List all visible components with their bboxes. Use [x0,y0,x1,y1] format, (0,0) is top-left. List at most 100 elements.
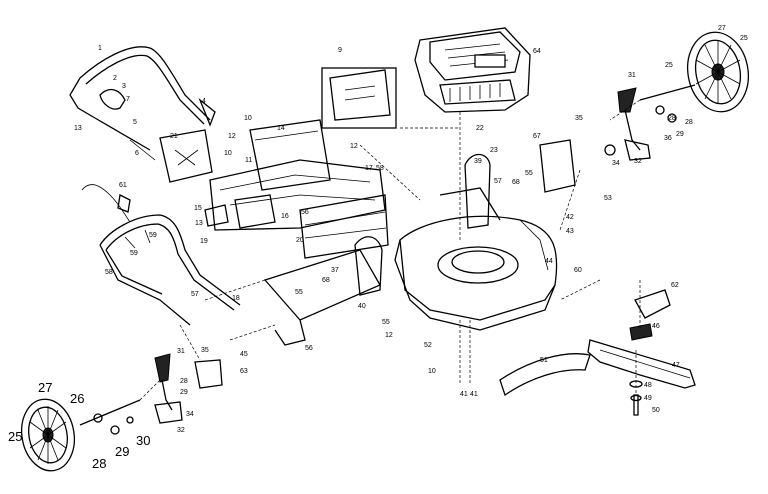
callout-21: 21 [170,133,178,140]
callout-10c: 10 [428,368,436,375]
callout-10b: 10 [224,150,232,157]
mulch-bracket [464,139,576,229]
callout-12c: 12 [385,332,393,339]
callout-29c: 29 [180,389,188,396]
callout-4: 4 [202,98,206,105]
callout-14: 14 [277,125,285,132]
callout-36: 36 [664,135,672,142]
callout-39: 39 [474,158,482,165]
callout-55b: 55 [295,289,303,296]
callout-68: 68 [512,179,520,186]
callout-60: 60 [574,267,582,274]
callout-44: 44 [545,258,553,265]
callout-13a: 13 [74,125,82,132]
callout-17: 17 [365,165,373,172]
big-callout-27: 27 [38,380,52,395]
rear-wheel-right [687,31,749,113]
rear-flap [299,194,389,259]
callout-37: 37 [331,267,339,274]
callout-47: 47 [672,362,680,369]
callout-18: 18 [232,295,240,302]
callout-63: 63 [240,368,248,375]
wheel-height-lever-left [154,353,223,424]
callout-68b: 68 [322,277,330,284]
callout-27a: 27 [718,25,726,32]
mower-deck [394,187,558,331]
callout-32a: 32 [634,158,642,165]
chute-bracket [204,194,276,229]
callout-57b: 57 [191,291,199,298]
engine-shaft [400,112,461,240]
callout-31a: 31 [628,72,636,79]
callout-51: 51 [540,357,548,364]
callout-59: 59 [130,250,138,257]
callout-2: 2 [113,75,117,82]
callout-48: 48 [644,382,652,389]
lower-handle [99,214,241,326]
callout-46: 46 [652,323,660,330]
callout-23: 23 [490,147,498,154]
callout-7: 7 [126,96,130,103]
callout-55c: 55 [382,319,390,326]
callout-40: 40 [358,303,366,310]
callout-67: 67 [533,133,541,140]
callout-41b: 41 [470,391,478,398]
callout-55a: 55 [525,170,533,177]
assembly-lines [139,99,641,401]
callout-22: 22 [476,125,484,132]
axle-right [604,84,696,156]
callout-28c: 28 [180,378,188,385]
callout-57a: 57 [494,178,502,185]
callout-58: 58 [376,165,384,172]
callout-9: 9 [338,47,342,54]
callout-62: 62 [671,282,679,289]
callout-labels: 1 2 3 4 5 6 7 9 10 10 10 11 12 12 12 13 … [74,25,748,434]
front-wheel-left [20,398,76,472]
callout-10a: 10 [244,115,252,122]
big-callout-30: 30 [136,433,150,448]
blade-bolt [629,380,643,416]
callout-19: 19 [200,238,208,245]
callout-13b: 13 [195,220,203,227]
big-callout-26: 26 [70,391,84,406]
callout-49: 49 [644,395,652,402]
callout-53: 53 [604,195,612,202]
callout-35a: 35 [575,115,583,122]
callout-31b: 31 [177,348,185,355]
callout-12a: 12 [228,133,236,140]
callout-56b: 56 [305,345,313,352]
rear-baffle [263,236,383,346]
callout-45a: 45 [240,351,248,358]
callout-29a: 29 [676,131,684,138]
engine-cover-plate [321,67,397,129]
callout-12b: 12 [350,143,358,150]
callout-50: 50 [652,407,660,414]
callout-32b: 32 [177,427,185,434]
cable [81,184,131,223]
big-callout-labels: 27 26 25 28 29 30 [8,380,150,471]
blade [587,339,696,389]
axle-left [79,399,141,435]
callout-52: 52 [424,342,432,349]
callout-43: 43 [566,228,574,235]
callout-11: 11 [245,157,252,164]
callout-28b: 28 [685,119,693,126]
callout-61: 61 [119,182,127,189]
callout-64: 64 [533,48,541,55]
callout-56: 56 [301,209,309,216]
callout-34a: 34 [612,160,620,167]
callout-20: 20 [296,237,304,244]
callout-1: 1 [98,45,102,52]
rear-deflector [209,159,386,231]
callout-28a: 28 [668,115,676,122]
big-callout-28: 28 [92,456,106,471]
engine [414,27,531,113]
bag-frame [249,119,331,191]
callout-5: 5 [133,119,137,126]
callout-25b: 25 [665,62,673,69]
mulch-plug [499,353,591,397]
callout-15: 15 [194,205,202,212]
blade-adapter [629,289,671,341]
callout-58b: 58 [105,269,113,276]
